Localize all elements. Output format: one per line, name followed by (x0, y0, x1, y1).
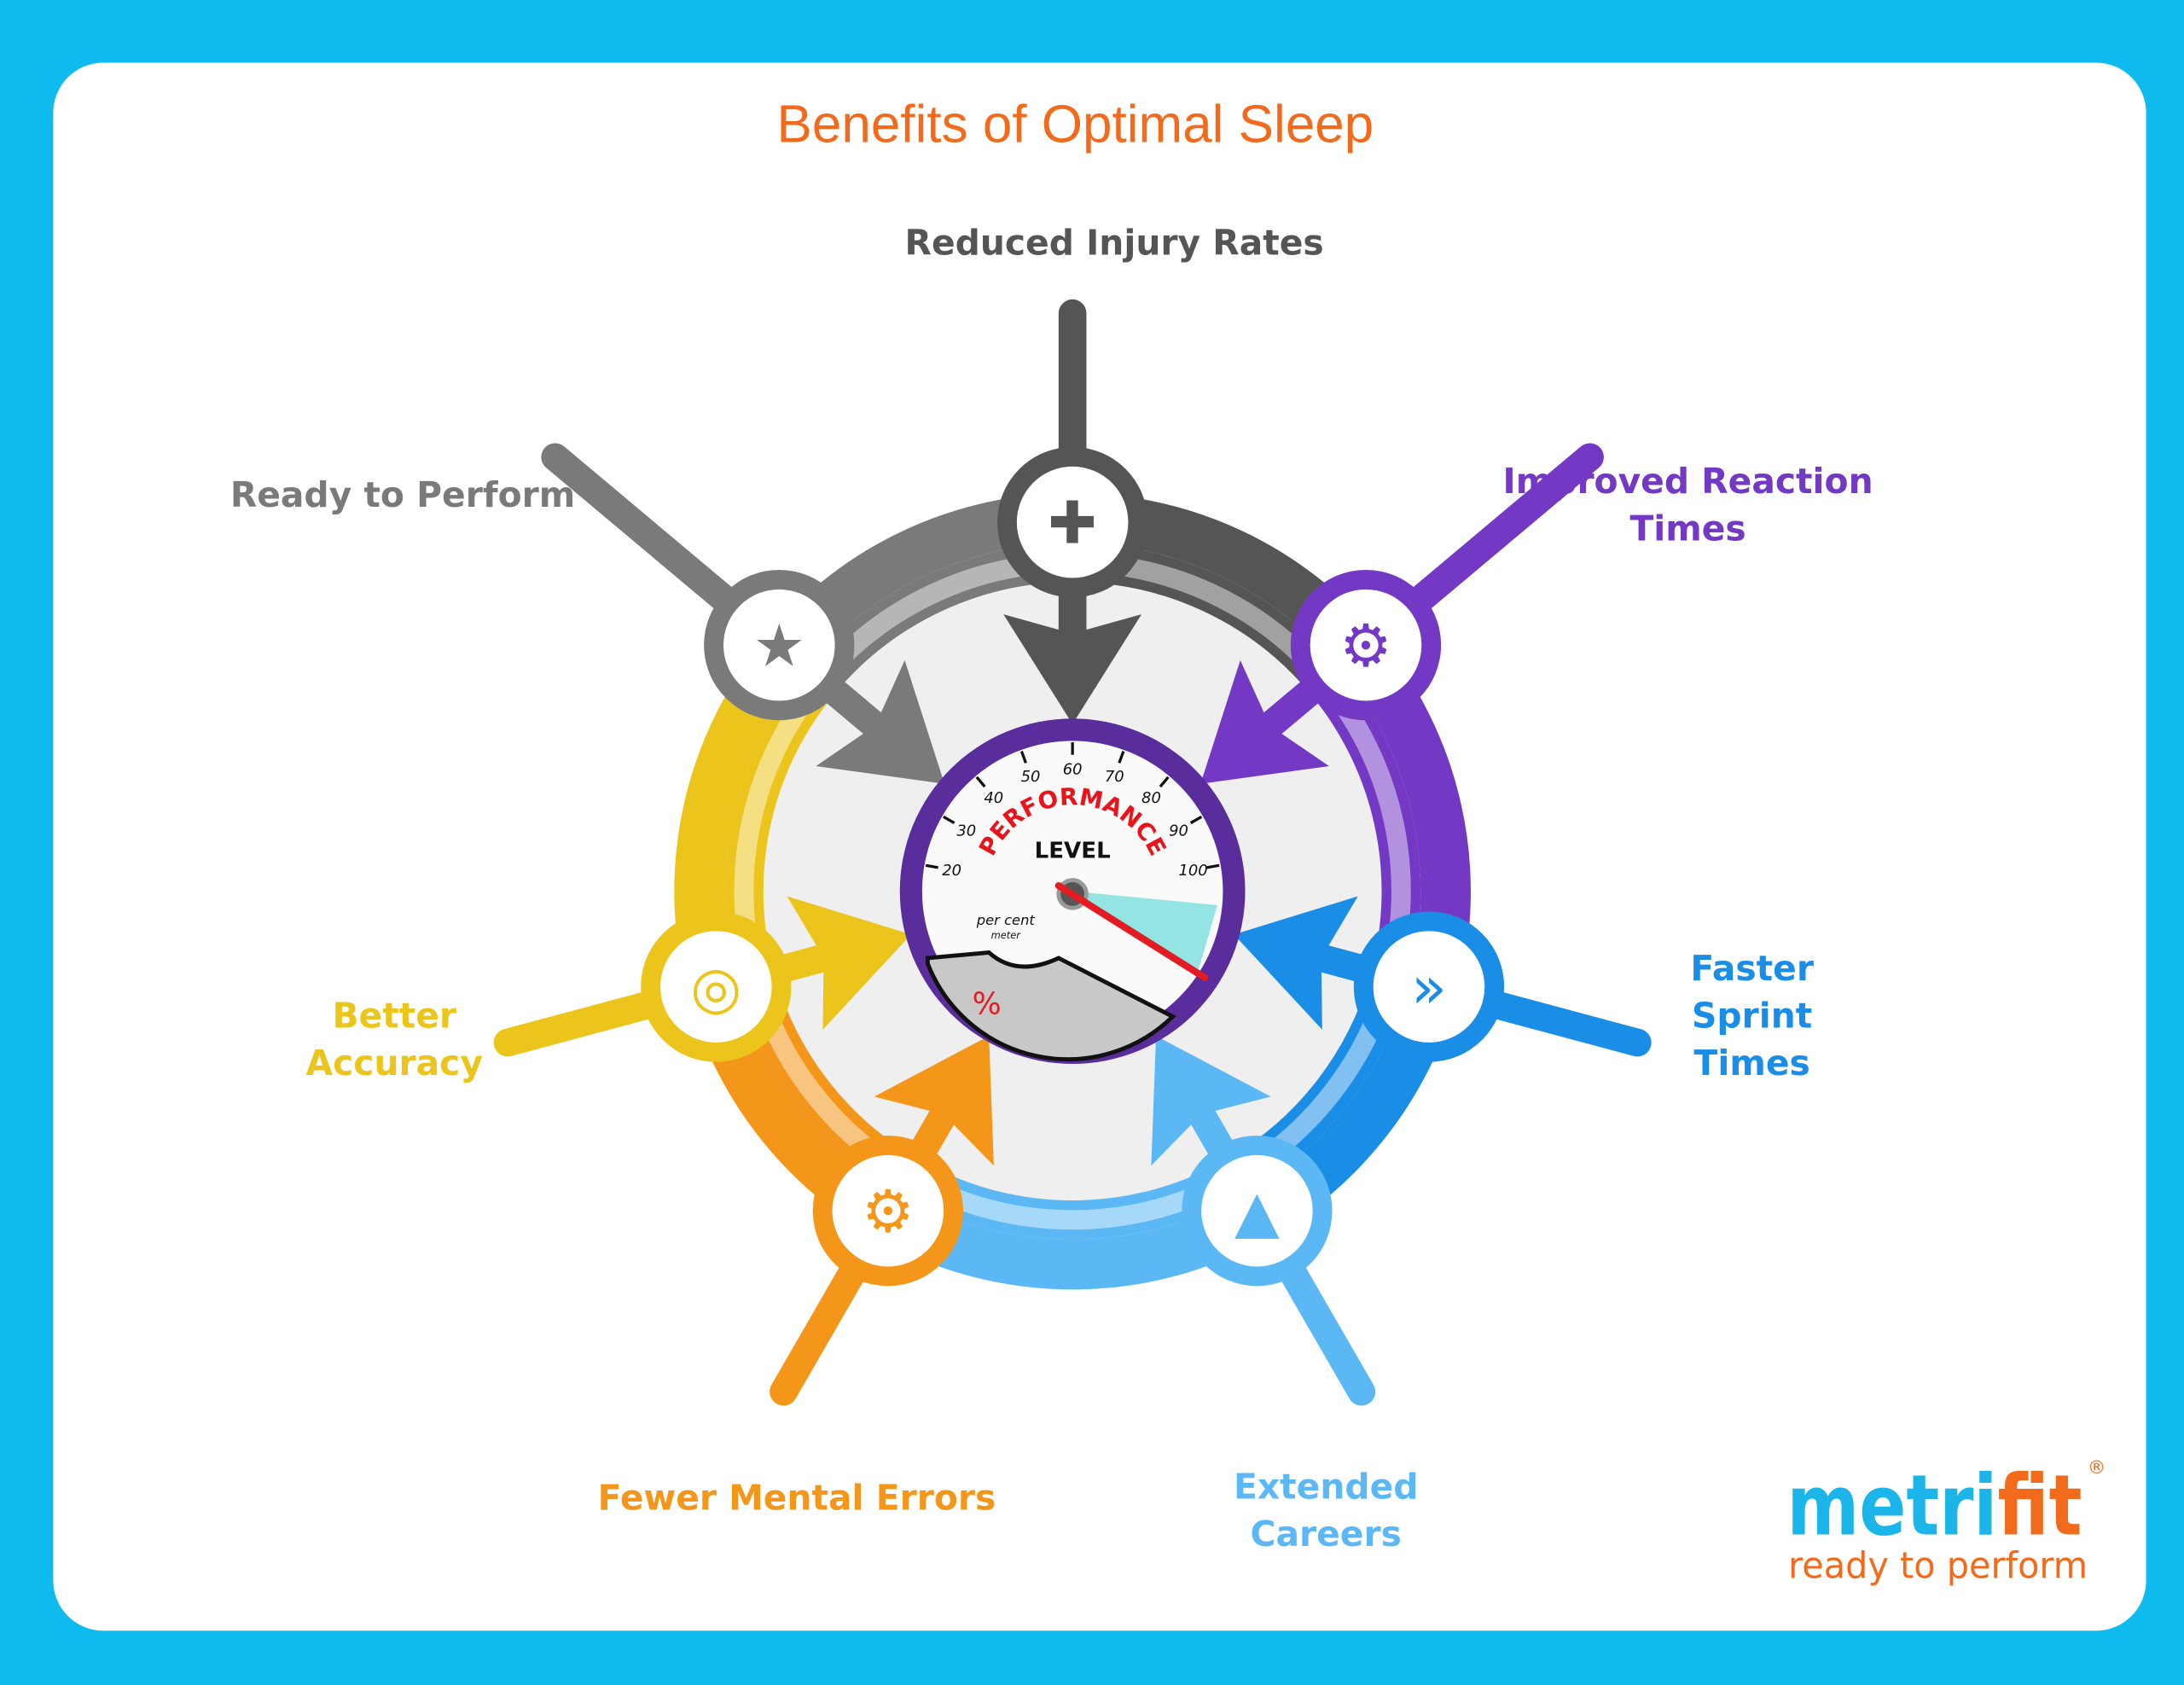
arrow-head (1234, 896, 1358, 1030)
gauge-needle (1054, 882, 1209, 981)
logo-part1: metri (1786, 1458, 1997, 1555)
gauge-unit: per cent (976, 912, 1036, 928)
benefit-node-inner (1373, 931, 1485, 1043)
benefit-label: Times (1694, 1043, 1810, 1084)
gauge-highlight-zone (1072, 891, 1217, 973)
benefit-label: Ready to Perform (230, 474, 575, 515)
arrow-head (874, 1036, 994, 1166)
gauge-tick (943, 815, 956, 825)
gears-icon: ⚙ (1339, 613, 1391, 681)
benefit-label: Careers (1251, 1514, 1402, 1554)
benefit-label: Improved Reaction (1503, 461, 1873, 502)
growth-chart-icon: ▲ (1234, 1178, 1280, 1246)
benefit-node-inner (1016, 466, 1129, 578)
benefit-label: Times (1629, 508, 1745, 549)
gauge-lower-plate (925, 950, 1176, 1061)
benefit-node-inner (723, 589, 835, 701)
benefit-label: Better (332, 996, 456, 1037)
arrow-head (1003, 613, 1142, 724)
metrifit-logo: metrifit ® ready to perform (1786, 1457, 2106, 1587)
logo-part2: fit (1997, 1458, 2082, 1555)
gauge-tick-label: 50 (1021, 768, 1041, 786)
gauge-tick (1118, 750, 1125, 764)
gauge-unit-sub: meter (991, 929, 1022, 941)
benefit-node-inner (660, 931, 772, 1043)
target-icon: ◎ (690, 954, 741, 1022)
logo-registered: ® (2088, 1457, 2106, 1479)
benefit-node-inner (832, 1154, 944, 1267)
gauge-title-level: LEVEL (1035, 838, 1111, 863)
logo-tagline: ready to perform (1788, 1545, 2088, 1587)
gauge-tick-label: 60 (1063, 761, 1083, 779)
gauge-tick (1206, 863, 1220, 869)
brain-gears-icon: ⚙ (862, 1178, 914, 1246)
arrow-head (1151, 1036, 1271, 1166)
gauge-tick-label: 70 (1105, 768, 1124, 786)
benefits-wheel: ✚ Reduced Injury Rates ⚙ Improved ReactionT… (230, 223, 1873, 1554)
gauge-tick (1019, 750, 1027, 764)
medical-report-icon: ✚ (1048, 490, 1096, 558)
svg-text:metrifit: metrifit (1786, 1458, 2082, 1555)
sprinter-icon: » (1411, 954, 1447, 1022)
gauge-tick-label: 20 (942, 862, 961, 880)
page-title: Benefits of Optimal Sleep (777, 95, 1374, 154)
arrow-head (1200, 659, 1329, 784)
gauge-tick-label: 80 (1141, 789, 1161, 807)
benefit-node-inner (1310, 589, 1422, 701)
gauge-tick (1159, 776, 1170, 788)
gauge-tick-label: 40 (984, 789, 1003, 807)
arrow-head (816, 659, 945, 784)
benefit-label: Fewer Mental Errors (598, 1477, 996, 1518)
benefit-label: Accuracy (306, 1043, 483, 1084)
arrow-head (787, 896, 911, 1030)
benefit-label: Faster (1690, 948, 1814, 989)
percent-sign-icon: % (973, 986, 1002, 1021)
benefit-node-inner (1201, 1154, 1313, 1267)
benefit-label: Sprint (1692, 996, 1812, 1037)
gauge-tick-label: 100 (1178, 862, 1207, 880)
benefit-label: Reduced Injury Rates (905, 223, 1324, 264)
gauge-tick (925, 863, 938, 869)
gauge-tick (1189, 815, 1203, 825)
gauge-tick-label: 30 (956, 822, 976, 840)
podium-icon: ★ (753, 613, 805, 681)
gauge-tick (975, 776, 986, 788)
benefit-label: Extended (1234, 1466, 1418, 1507)
gauge-tick-label: 90 (1169, 822, 1188, 840)
